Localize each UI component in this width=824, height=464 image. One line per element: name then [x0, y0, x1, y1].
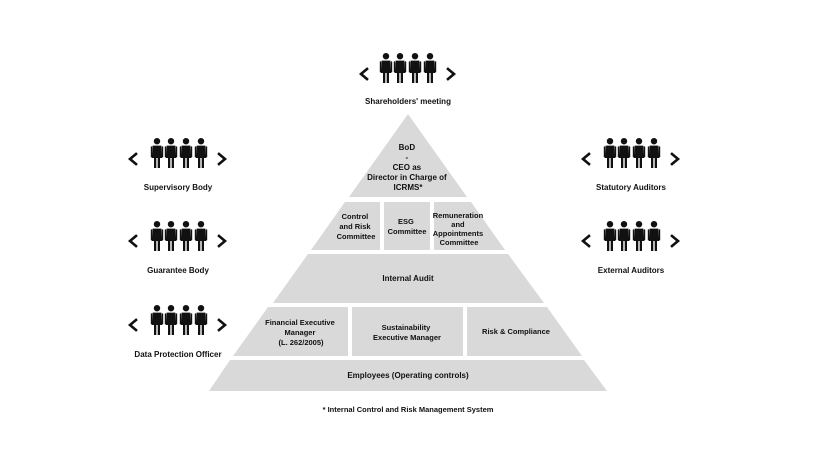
external-label: External Auditors: [598, 266, 665, 275]
executive-sustainability-block: [352, 307, 463, 356]
pyramid-top-bod: [349, 114, 467, 197]
esg-committee-label: ESG Committee: [388, 217, 427, 236]
chevron-right-icon: [217, 234, 228, 248]
chevron-right-icon: [670, 234, 681, 248]
employees-label: Employees (Operating controls): [347, 371, 469, 380]
executive-risk-compliance-block: [467, 307, 582, 356]
chevron-left-icon: [580, 234, 591, 248]
committee-esg-block: [384, 202, 430, 250]
dpo-group: Data Protection Officer: [127, 305, 228, 359]
executive-financial-block: [233, 307, 348, 356]
people-group-icon: [603, 138, 661, 168]
chevron-left-icon: [127, 152, 138, 166]
chevron-right-icon: [446, 67, 457, 81]
statutory-label: Statutory Auditors: [596, 183, 666, 192]
shareholders-group: Shareholders' meeting: [358, 53, 457, 106]
statutory-group: Statutory Auditors: [580, 138, 681, 192]
people-group-icon: [379, 53, 437, 83]
supervisory-group: Supervisory Body: [127, 138, 228, 192]
employees-block: [209, 360, 607, 391]
external-group: External Auditors: [580, 221, 681, 275]
guarantee-group: Guarantee Body: [127, 221, 228, 275]
remuneration-committee-label: Remuneration and Appointments Committee: [433, 211, 486, 247]
chevron-right-icon: [217, 318, 228, 332]
footnote: * Internal Control and Risk Management S…: [323, 405, 494, 414]
dpo-label: Data Protection Officer: [134, 350, 221, 359]
chevron-left-icon: [127, 234, 138, 248]
chevron-left-icon: [127, 318, 138, 332]
people-group-icon: [150, 221, 208, 251]
people-group-icon: [603, 221, 661, 251]
chevron-left-icon: [358, 67, 369, 81]
sustainability-executive-label: Sustainability Executive Manager: [373, 323, 441, 342]
shareholders-label: Shareholders' meeting: [365, 97, 451, 106]
chevron-left-icon: [580, 152, 591, 166]
people-group-icon: [150, 138, 208, 168]
guarantee-label: Guarantee Body: [147, 266, 209, 275]
people-group-icon: [150, 305, 208, 335]
risk-compliance-label: Risk & Compliance: [482, 327, 550, 336]
supervisory-label: Supervisory Body: [144, 183, 213, 192]
chevron-right-icon: [217, 152, 228, 166]
committee-remuneration-block: [434, 202, 505, 250]
chevron-right-icon: [670, 152, 681, 166]
internal-audit-block: [273, 254, 544, 303]
financial-executive-label: Financial Executive Manager (L. 262/2005…: [265, 318, 337, 347]
control-risk-committee-label: Control and Risk Committee: [337, 212, 376, 241]
committee-control-risk-block: [311, 202, 380, 250]
internal-audit-label: Internal Audit: [382, 274, 434, 283]
bod-label: BoD - CEO as Director in Charge of ICRMS…: [367, 143, 449, 192]
